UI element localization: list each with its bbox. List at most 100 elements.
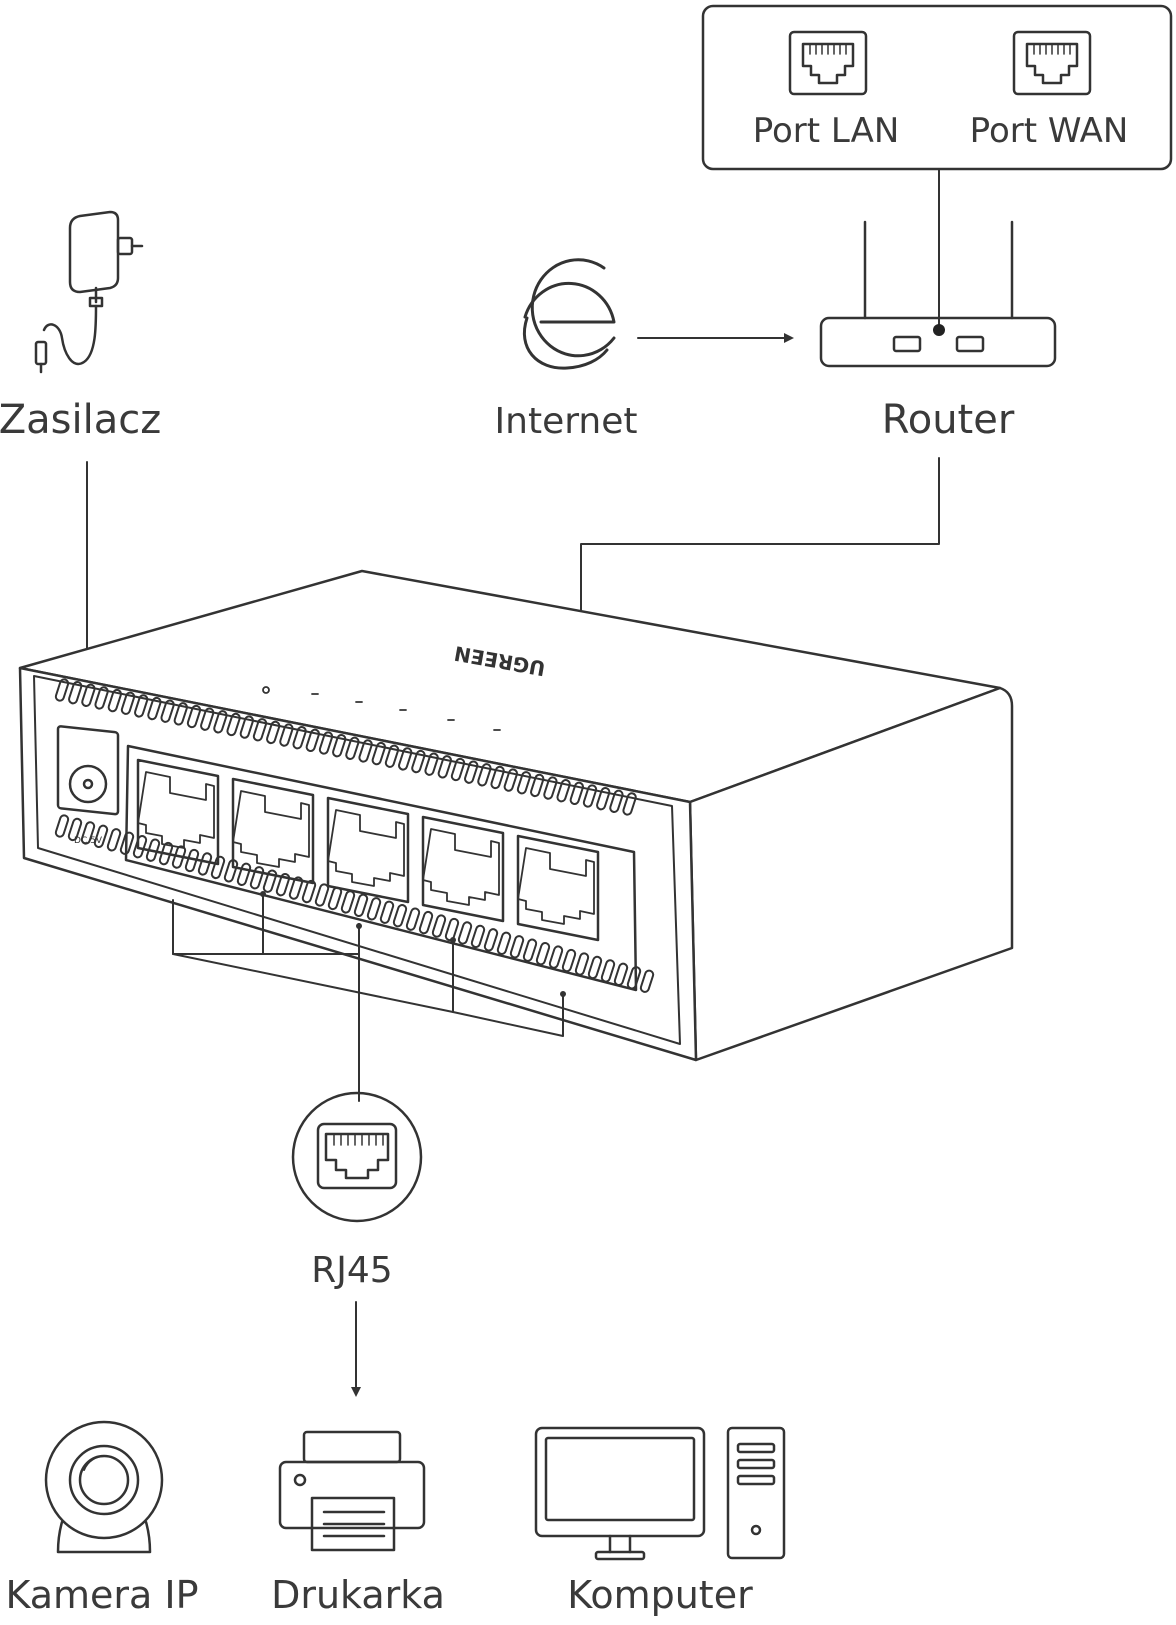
- internet-label: Internet: [495, 401, 638, 442]
- vent-slot: [107, 688, 122, 713]
- vent-slot: [239, 715, 254, 739]
- vent-slot: [210, 855, 226, 880]
- switch-vents-lower: [54, 814, 655, 993]
- vent-slot: [80, 821, 96, 845]
- vent-slot: [106, 828, 122, 852]
- vent-slot: [582, 784, 598, 808]
- vent-slot: [262, 869, 278, 893]
- port-lan-label: Port LAN: [753, 111, 900, 151]
- internet-explorer-icon: e: [520, 224, 616, 398]
- vent-slot: [160, 699, 175, 723]
- vent-slot: [450, 757, 466, 782]
- vent-slot: [431, 914, 447, 938]
- vent-slot: [67, 817, 83, 842]
- switch-port: [516, 834, 600, 942]
- ip-camera-icon: [44, 1420, 164, 1554]
- vent-slot: [93, 824, 109, 849]
- switch-port: [421, 815, 505, 923]
- vent-slot: [186, 704, 202, 729]
- vent-slot: [54, 678, 70, 702]
- router-label: Router: [882, 397, 1015, 443]
- vent-slot: [249, 866, 265, 890]
- switch-port: [231, 777, 315, 885]
- vent-slot: [305, 728, 320, 753]
- vent-slot: [522, 938, 538, 962]
- vent-slot: [134, 694, 149, 718]
- switch-port: [326, 796, 410, 904]
- vent-slot: [392, 904, 408, 928]
- dc-label: DC 5V: [74, 836, 103, 846]
- vent-slot: [405, 907, 421, 931]
- vent-slot: [366, 897, 382, 921]
- vent-slot: [477, 763, 492, 787]
- rj45-port-icon: [291, 1091, 423, 1223]
- vent-slot: [503, 768, 518, 792]
- vent-slot: [353, 893, 369, 918]
- vent-slot: [200, 707, 215, 731]
- vent-slot: [483, 928, 499, 952]
- vent-slot: [197, 852, 213, 876]
- vent-slot: [543, 776, 558, 800]
- printer-icon: [278, 1430, 426, 1552]
- vent-slot: [68, 680, 83, 705]
- switch-rj45-ports: [136, 758, 600, 942]
- vent-slot: [332, 733, 347, 758]
- vent-slot: [288, 876, 304, 900]
- vent-slot: [213, 710, 228, 734]
- dc-power-jack: DC 5V: [56, 725, 120, 846]
- vent-slot: [556, 779, 571, 803]
- router-icon: [819, 220, 1057, 368]
- vent-slot: [444, 917, 460, 942]
- vent-slot: [314, 883, 330, 907]
- vent-slot: [173, 702, 188, 726]
- vent-slot: [569, 781, 584, 806]
- switch-port: [136, 758, 220, 866]
- vent-slot: [119, 831, 135, 855]
- vent-slot: [147, 696, 162, 721]
- vent-slot: [358, 739, 373, 763]
- vent-slot: [371, 741, 386, 766]
- ip-camera-label: Kamera IP: [5, 1573, 198, 1617]
- vent-slot: [279, 723, 294, 747]
- vent-slot: [226, 712, 241, 737]
- wan-port-icon: [1012, 30, 1092, 96]
- vent-slot: [457, 921, 473, 945]
- vent-slot: [424, 752, 439, 776]
- vent-slot: [509, 935, 525, 959]
- vent-slot: [252, 718, 268, 742]
- vent-slot: [490, 765, 505, 790]
- switch-led-indicators: [262, 686, 501, 731]
- rj45-label: RJ45: [311, 1250, 392, 1291]
- vent-slot: [94, 686, 109, 710]
- computer-icon: [534, 1426, 786, 1561]
- vent-slot: [418, 910, 434, 935]
- vent-slot: [437, 755, 452, 779]
- vent-slot: [411, 749, 426, 774]
- vent-slot: [81, 683, 96, 707]
- vent-slot: [530, 773, 545, 798]
- vent-slot: [516, 771, 532, 795]
- vent-slot: [622, 792, 637, 816]
- vent-slot: [496, 931, 512, 955]
- vent-slot: [120, 691, 136, 715]
- computer-label: Komputer: [567, 1573, 753, 1617]
- vent-slot: [639, 969, 655, 993]
- vent-slot: [398, 747, 413, 771]
- printer-label: Drukarka: [271, 1573, 445, 1617]
- router-ports-panel: Port LAN Port WAN: [701, 4, 1173, 171]
- vent-slot: [54, 814, 70, 838]
- power-adapter-label: Zasilacz: [0, 397, 161, 443]
- network-switch-icon: UGREEN DC 5V: [18, 569, 1014, 1062]
- switch-vents-upper: [54, 678, 637, 816]
- vent-slot: [470, 924, 486, 949]
- power-adapter-icon: [34, 210, 144, 374]
- vent-slot: [609, 789, 624, 813]
- vent-slot: [275, 872, 291, 897]
- vent-slot: [596, 786, 611, 811]
- vent-slot: [292, 726, 307, 750]
- vent-slot: [266, 720, 281, 745]
- vent-slot: [223, 859, 239, 883]
- vent-slot: [236, 862, 252, 886]
- lan-port-icon: [788, 30, 868, 96]
